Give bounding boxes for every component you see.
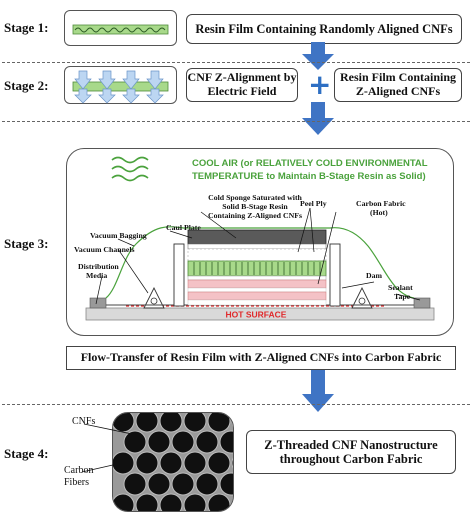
cnfs-label: CNFs [72,416,96,427]
sponge-line-2: Solid B-Stage Resin [222,202,288,211]
dam-left [173,243,185,307]
sponge-line-1: Cold Sponge Saturated with [208,193,302,202]
carbon-fabric-label-1: Carbon Fabric [356,199,406,208]
peel-ply-layer [187,248,327,262]
stage-2-label: Stage 2: [4,78,49,93]
carbon-fiber-micrograph [112,412,234,512]
stage-2-caption-a: CNF Z-Alignment by Electric Field [186,68,298,102]
vacuum-channels-label: Vacuum Channels [74,245,135,254]
peel-ply-label: Peel Ply [300,199,327,208]
fiber-cross-section-graphic [113,413,233,511]
dam-label: Dam [366,271,383,280]
stage-2-field-illustration [64,66,177,104]
stage-1-caption: Resin Film Containing Randomly Aligned C… [186,14,462,44]
dam-right [329,243,341,307]
divider-2 [2,121,470,122]
stage-4-leader-lines [81,423,133,473]
cold-sponge-cnf-layer [187,260,327,277]
random-cnf-film-graphic [72,24,169,35]
stage-1-label: Stage 1: [4,20,49,35]
cool-air-line-1: COOL AIR (or RELATIVELY COLD ENVIRONMENT… [192,158,428,169]
stage-2-caption-b: Resin Film Containing Z-Aligned CNFs [334,68,462,102]
vacuum-bag-diagram: COOL AIR (or RELATIVELY COLD ENVIRONMENT… [74,156,435,321]
divider-1 [2,62,470,63]
distribution-media-label-1: Distribution [78,262,119,271]
sealant-tape-right [413,297,431,309]
cool-air-waves [111,156,149,182]
cool-air-line-2: TEMPERATURE to Maintain B-Stage Resin as… [192,171,426,182]
divider-3 [2,404,470,405]
sealant-tape-label-2: Tape [394,292,411,301]
carbon-fabric-label-2: (Hot) [370,208,388,217]
down-arrow-2 [302,102,334,135]
carbon-fibers-label-1: Carbon [64,465,94,476]
stage-4-label: Stage 4: [4,446,49,461]
vacuum-bag-diagram-frame [66,148,454,336]
stage-4-caption: Z-Threaded CNF Nanostructure throughout … [246,430,456,474]
hot-surface-label: HOT SURFACE [226,310,287,320]
z-aligned-cnfs [193,262,321,275]
sealant-tape-label-1: Sealant [388,283,413,292]
vacuum-bag-film [105,226,415,299]
electric-field-graphic [72,70,169,104]
stage-3-caption: Flow-Transfer of Resin Film with Z-Align… [66,346,456,370]
vacuum-bagging-label: Vacuum Bagging [90,231,147,240]
hot-surface-plate [85,307,435,321]
carbon-fabric-ply-1 [187,279,327,289]
sealant-tape-left [89,297,107,309]
stage-1-film-illustration [64,10,177,46]
plus-sign: + [308,68,332,101]
carbon-fabric-ply-2 [187,291,327,301]
down-arrow-3 [302,370,334,412]
carbon-fibers-label-2: Fibers [64,477,89,488]
stage-3-label: Stage 3: [4,236,49,251]
caul-plate [187,229,327,245]
caul-plate-label: Caul Plate [166,223,201,232]
sponge-line-3: Containing Z-Aligned CNFs [208,211,302,220]
distribution-media-label-2: Media [86,271,107,280]
